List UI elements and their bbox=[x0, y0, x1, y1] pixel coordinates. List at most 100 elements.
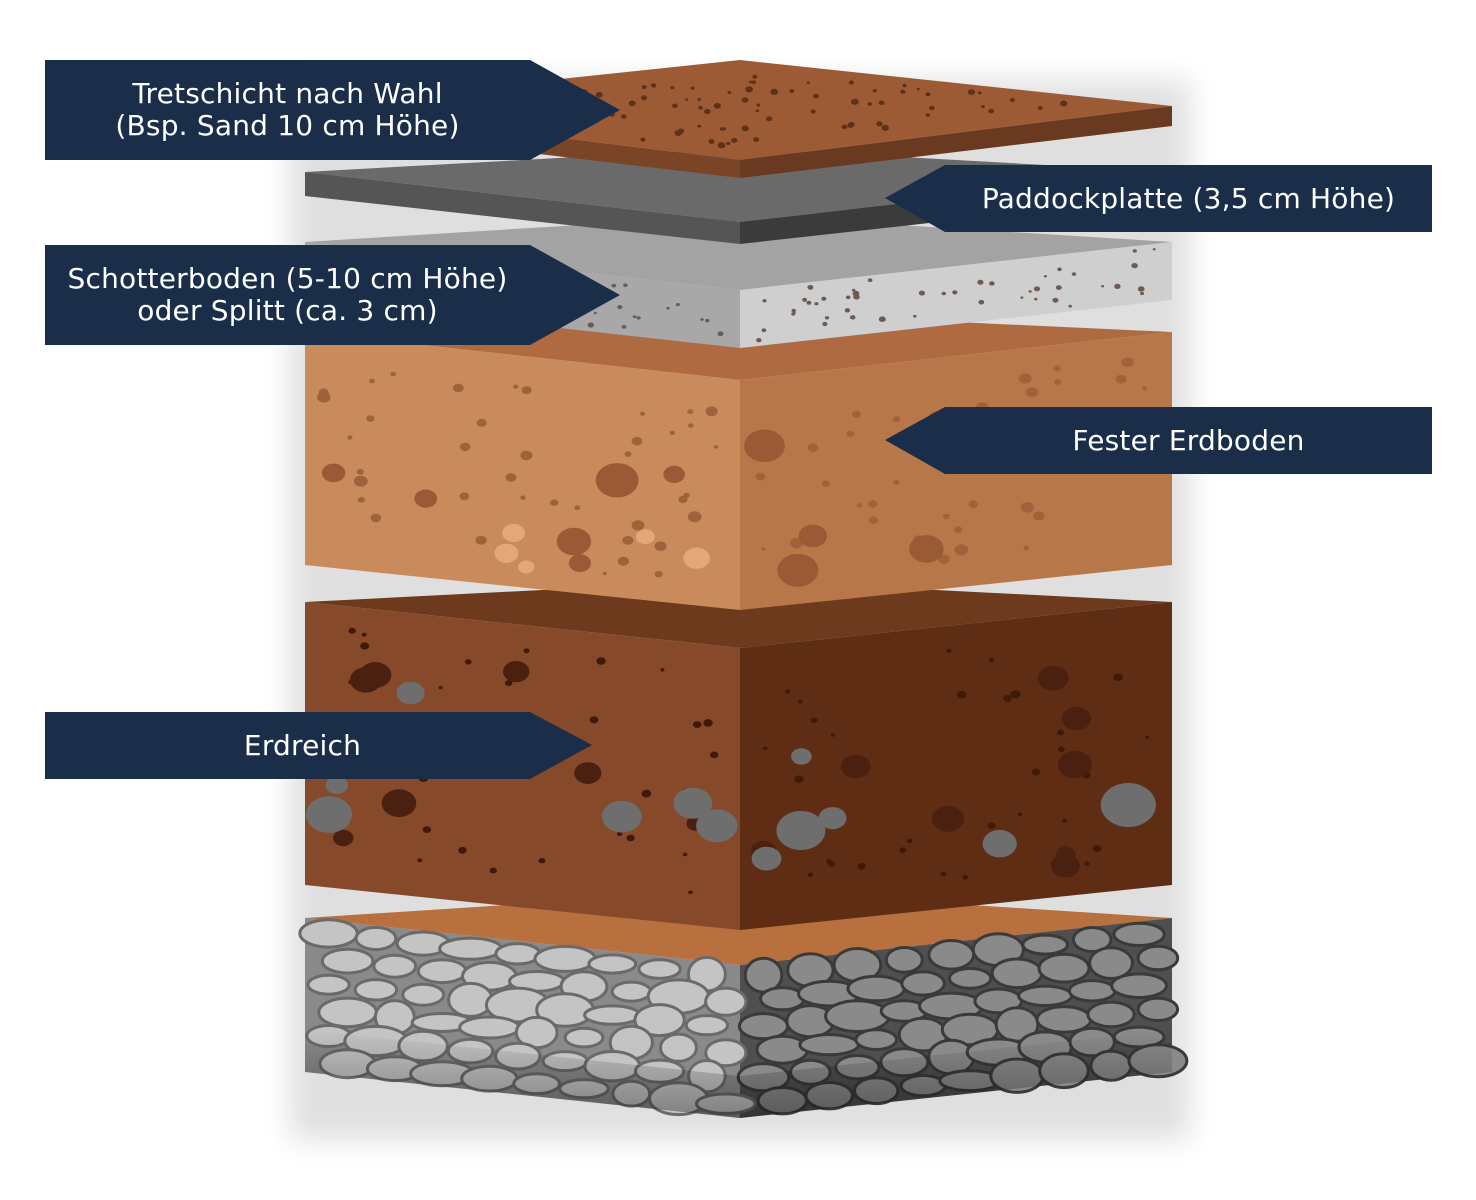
earth-top bbox=[305, 580, 1172, 648]
rock-stone bbox=[1071, 926, 1113, 953]
earth-speck bbox=[794, 775, 804, 783]
soil-speck bbox=[356, 469, 364, 475]
soil-speck bbox=[1053, 365, 1061, 372]
earth-speck bbox=[987, 822, 996, 829]
soil-speck bbox=[1121, 357, 1134, 367]
gravel-grain bbox=[807, 285, 814, 290]
earth-clod bbox=[333, 829, 354, 847]
soil-speck bbox=[453, 383, 464, 393]
gravel-grain bbox=[1052, 297, 1059, 303]
earth-speck bbox=[762, 746, 768, 751]
gravel-grain bbox=[792, 311, 796, 314]
label-schotterboden-line2: oder Splitt (ca. 3 cm) bbox=[137, 294, 438, 327]
soil-speck bbox=[370, 513, 382, 523]
sand-grain bbox=[621, 114, 627, 119]
sand-grain bbox=[741, 97, 749, 103]
soil-speck bbox=[369, 378, 375, 384]
rock-stone bbox=[947, 967, 993, 990]
earth-stone bbox=[1100, 783, 1156, 827]
callout-schotterboden-shape bbox=[45, 245, 620, 345]
gravel-grain bbox=[1033, 286, 1041, 292]
soil-highlight bbox=[502, 523, 525, 543]
earth-speck bbox=[458, 846, 467, 854]
earth-speck bbox=[710, 751, 719, 759]
soil-pebble bbox=[798, 524, 827, 548]
soil-speck bbox=[654, 571, 663, 578]
soil-speck bbox=[892, 416, 901, 423]
rock-stone bbox=[1088, 946, 1134, 980]
gravel-grain bbox=[636, 316, 641, 320]
rock-stone bbox=[610, 980, 652, 1003]
gravel-grain bbox=[1137, 286, 1145, 292]
soil-speck bbox=[1033, 511, 1045, 521]
rock-stone bbox=[447, 981, 494, 1018]
rock-stone bbox=[798, 1033, 861, 1057]
gravel-grain bbox=[791, 308, 796, 313]
soil-speck bbox=[358, 497, 365, 503]
rock-stone bbox=[633, 1003, 686, 1038]
soil-speck bbox=[1018, 373, 1032, 384]
sand-grain bbox=[717, 142, 726, 149]
sand-grain bbox=[704, 108, 711, 115]
earth-stones bbox=[306, 681, 1156, 871]
gravel-grain bbox=[1071, 272, 1077, 276]
earth-speck bbox=[1084, 861, 1090, 866]
soil-speck bbox=[968, 500, 978, 509]
earth-speck bbox=[857, 863, 866, 870]
gravel-grain bbox=[849, 315, 856, 320]
sand-grain bbox=[690, 86, 695, 90]
sand-grain bbox=[719, 127, 725, 131]
rock-stone bbox=[1037, 952, 1091, 984]
gravel-grain bbox=[1101, 285, 1105, 288]
soil-speck bbox=[347, 435, 353, 440]
sand-grain bbox=[977, 91, 982, 95]
soil-speck bbox=[654, 541, 667, 551]
soil-speck bbox=[574, 505, 581, 511]
gravel-grain bbox=[1132, 249, 1137, 253]
sand-grain bbox=[745, 86, 753, 93]
soil-speck bbox=[893, 479, 900, 485]
gravel-grain bbox=[593, 311, 597, 315]
sand-grain bbox=[872, 89, 877, 93]
rock-stone bbox=[684, 1014, 730, 1037]
label-fester-erdboden-line1: Fester Erdboden bbox=[1072, 423, 1305, 457]
sand-grain bbox=[810, 109, 816, 114]
earth-front-right bbox=[740, 602, 1172, 930]
earth-stone bbox=[818, 807, 847, 830]
soil-speck bbox=[856, 503, 862, 508]
rock-stone bbox=[401, 982, 446, 1007]
soil-speck bbox=[631, 520, 645, 531]
earth-speck bbox=[682, 852, 688, 857]
soil-speck bbox=[476, 418, 487, 427]
rock-stone bbox=[494, 942, 542, 966]
earth-speck bbox=[1092, 845, 1102, 852]
rock-stone bbox=[1110, 972, 1168, 1000]
gravel-grain bbox=[1028, 290, 1032, 293]
label-tretschicht-line1: Tretschicht nach Wahl bbox=[132, 77, 443, 110]
earth-speck bbox=[1031, 768, 1040, 776]
earth-clod bbox=[359, 662, 392, 688]
sand-grain bbox=[726, 141, 731, 146]
earth-speck bbox=[596, 657, 606, 665]
sand-grain bbox=[813, 93, 819, 99]
sand-grain bbox=[967, 89, 976, 95]
earth-clod bbox=[1050, 854, 1080, 878]
sand-grain bbox=[672, 103, 678, 109]
rock-stone bbox=[1136, 944, 1180, 972]
sand-grain bbox=[727, 91, 732, 94]
gravel-grain bbox=[632, 315, 637, 319]
earth-speck bbox=[489, 867, 497, 874]
rock-stone bbox=[1086, 1000, 1136, 1029]
soil-pebble bbox=[744, 429, 785, 463]
label-tretschicht: Tretschicht nach Wahl (Bsp. Sand 10 cm H… bbox=[45, 60, 530, 160]
gravel-grain bbox=[802, 297, 807, 302]
soil-speck bbox=[353, 475, 368, 487]
label-erdreich-line1: Erdreich bbox=[243, 728, 362, 762]
soil-speck bbox=[942, 513, 950, 520]
earth-speck bbox=[465, 659, 472, 665]
sand-grain bbox=[902, 83, 907, 88]
earth-speck bbox=[589, 716, 599, 724]
soil-speck bbox=[366, 415, 375, 422]
